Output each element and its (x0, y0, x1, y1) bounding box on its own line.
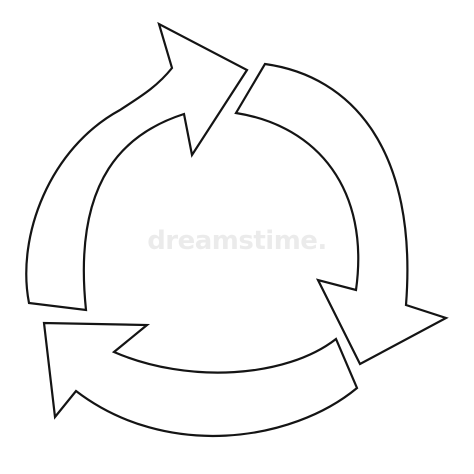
arrow-bottom-icon (42, 321, 359, 438)
arrow-top-icon (25, 21, 249, 312)
arrow-right-icon (234, 62, 449, 366)
